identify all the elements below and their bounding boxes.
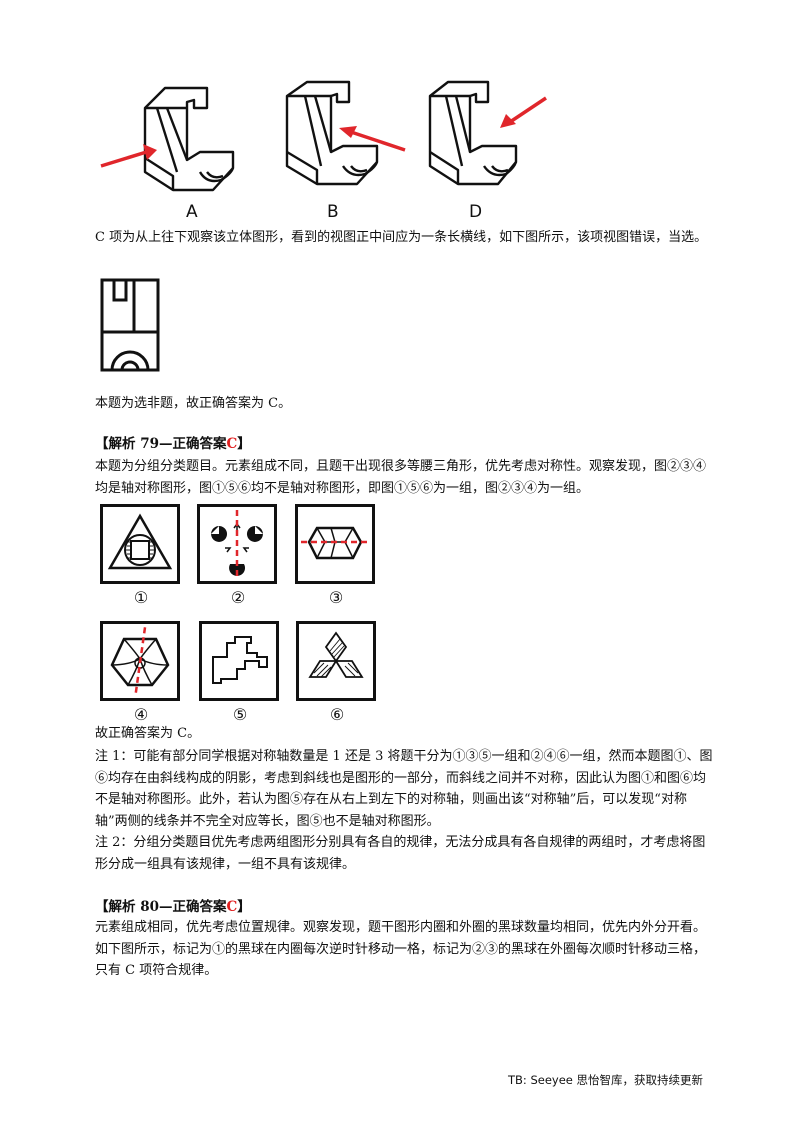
- q79-answer-line: 故正确答案为 C。: [95, 726, 201, 741]
- q79-heading-prefix: 【解析 79—正确答案: [95, 436, 227, 452]
- q79-figure-2: [197, 504, 277, 584]
- q80-heading-suffix: 】: [237, 899, 251, 915]
- q79-figure-1: [100, 504, 180, 584]
- q79-figure-4: [100, 621, 180, 701]
- q79-note-1: 注 1：可能有部分同学根据对称轴数量是 1 还是 3 将题干分为①③⑤一组和②④…: [95, 749, 713, 829]
- q79-heading-suffix: 】: [237, 436, 251, 452]
- q79-label-6: ⑥: [329, 705, 345, 724]
- figure-a-drawing: [100, 86, 235, 192]
- q80-heading: 【解析 80—正确答案C】: [95, 895, 251, 915]
- paragraph-option-c: C 项为从上往下观察该立体图形，看到的视图正中间应为一条长横线，如下图所示，该项…: [95, 230, 708, 245]
- q79-note-2: 注 2：分组分类题目优先考虑两组图形分别具有各自的规律，无法分成具有各自规律的两…: [95, 835, 706, 872]
- q79-label-3: ③: [328, 588, 344, 607]
- q80-heading-prefix: 【解析 80—正确答案: [95, 899, 227, 915]
- figure-label-a: A: [186, 202, 198, 222]
- figure-label-b: B: [327, 202, 339, 222]
- q79-intro: 本题为分组分类题目。元素组成不同，且题干出现很多等腰三角形，优先考虑对称性。观察…: [95, 459, 707, 496]
- q79-label-5: ⑤: [232, 705, 248, 724]
- q80-body: 元素组成相同，优先考虑位置规律。观察发现，题干图形内圈和外圈的黑球数量均相同，优…: [95, 920, 707, 978]
- q79-heading: 【解析 79—正确答案C】: [95, 432, 251, 452]
- top-view-figure: [100, 278, 160, 372]
- q79-label-1: ①: [133, 588, 149, 607]
- q79-figure-6: [296, 621, 376, 701]
- q79-figure-3: [295, 504, 375, 584]
- q79-label-4: ④: [133, 705, 149, 724]
- figure-d-drawing: [428, 80, 547, 186]
- figure-b-drawing: [285, 80, 406, 186]
- footer-note: TB: Seeyee 思怡智库，获取持续更新: [508, 1073, 704, 1087]
- q79-label-2: ②: [230, 588, 246, 607]
- q79-figure-5: [199, 621, 279, 701]
- figure-label-d: D: [469, 202, 483, 222]
- q80-answer: C: [226, 899, 238, 915]
- conclusion-78: 本题为选非题，故正确答案为 C。: [95, 396, 292, 411]
- q79-answer: C: [226, 436, 238, 452]
